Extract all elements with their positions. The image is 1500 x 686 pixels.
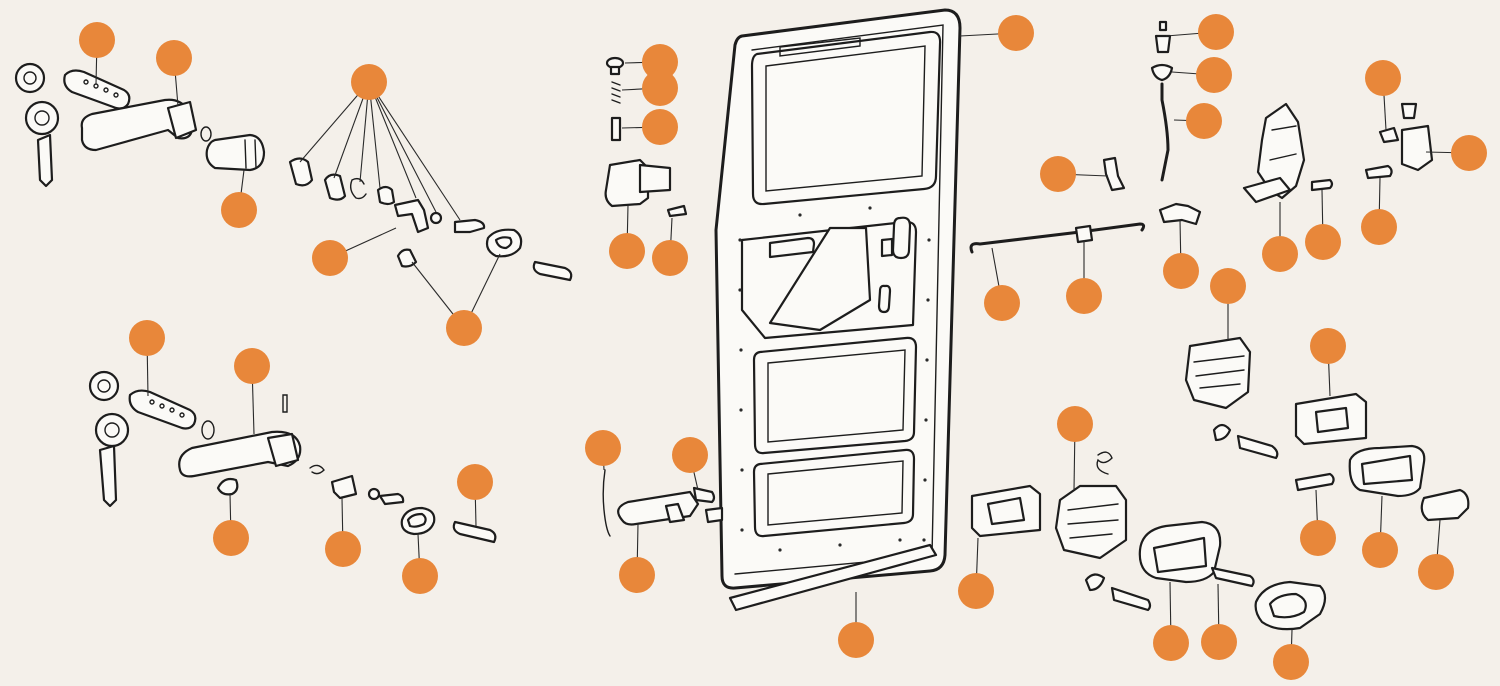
check-rod-callout[interactable] xyxy=(585,430,621,466)
latch-pad-callout[interactable] xyxy=(1310,328,1346,364)
lower-screw-callout[interactable] xyxy=(457,464,493,500)
latch-screw-callout[interactable] xyxy=(1305,224,1341,260)
door-panel xyxy=(714,8,962,590)
rod-bracket-callout[interactable] xyxy=(1163,253,1199,289)
latch-group xyxy=(969,20,1470,631)
striker-callout[interactable] xyxy=(1451,135,1487,171)
lower-handle-lock-callout[interactable] xyxy=(129,320,165,356)
upper-cylinder-callout[interactable] xyxy=(221,192,257,228)
remote-rod-callout[interactable] xyxy=(984,285,1020,321)
weatherstrip-callout[interactable] xyxy=(838,622,874,658)
inner-handle-rear-callout[interactable] xyxy=(1418,554,1454,590)
rod-clip-callout[interactable] xyxy=(1040,156,1076,192)
knob-ferrule-callout[interactable] xyxy=(1196,57,1232,93)
inner-handle-screw-callout[interactable] xyxy=(1201,624,1237,660)
lower-gasket-callout[interactable] xyxy=(213,520,249,556)
rod-guide-callout[interactable] xyxy=(1066,278,1102,314)
striker-block-callout[interactable] xyxy=(1365,60,1401,96)
lower-handle-callout[interactable] xyxy=(234,348,270,384)
hinge-screw-callout[interactable] xyxy=(652,240,688,276)
upper-lock-kit-leader-line xyxy=(368,81,417,199)
pin-cap-callout[interactable] xyxy=(642,44,678,80)
bezel-screw-callout[interactable] xyxy=(1300,520,1336,556)
lock-knob-callout[interactable] xyxy=(1198,14,1234,50)
knob-rod-callout[interactable] xyxy=(1186,103,1222,139)
lower-latch-callout[interactable] xyxy=(1210,268,1246,304)
upper-handle-callout[interactable] xyxy=(156,40,192,76)
strap-screw-callout[interactable] xyxy=(672,437,708,473)
inner-handle-callout[interactable] xyxy=(1153,625,1189,661)
inner-latch-callout[interactable] xyxy=(1057,406,1093,442)
pin-rod-callout[interactable] xyxy=(642,109,678,145)
upper-handle-lock-callout[interactable] xyxy=(79,22,115,58)
lower-lever-callout[interactable] xyxy=(325,531,361,567)
hinge-group xyxy=(602,56,724,537)
upper-handle-lock-group xyxy=(14,62,573,282)
upper-latch-callout[interactable] xyxy=(1262,236,1298,272)
upper-gaskets-callout[interactable] xyxy=(446,310,482,346)
weatherstrip xyxy=(728,543,938,612)
check-strap-callout[interactable] xyxy=(619,557,655,593)
pin-spring-callout[interactable] xyxy=(642,70,678,106)
striker-screw-callout[interactable] xyxy=(1361,209,1397,245)
upper-lock-kit-callout[interactable] xyxy=(351,64,387,100)
lower-bezel-callout[interactable] xyxy=(402,558,438,594)
upper-lock-kit-leader-line xyxy=(368,81,461,221)
lower-handle-lock-group xyxy=(88,370,497,544)
inner-bezel-callout[interactable] xyxy=(1362,532,1398,568)
door-panel-callout[interactable] xyxy=(998,15,1034,51)
end-cap-callout[interactable] xyxy=(1273,644,1309,680)
inner-pad-callout[interactable] xyxy=(958,573,994,609)
callout-markers xyxy=(79,14,1487,680)
upper-lever-callout[interactable] xyxy=(312,240,348,276)
upper-lock-kit-leader-line xyxy=(368,81,437,213)
hinge-callout[interactable] xyxy=(609,233,645,269)
